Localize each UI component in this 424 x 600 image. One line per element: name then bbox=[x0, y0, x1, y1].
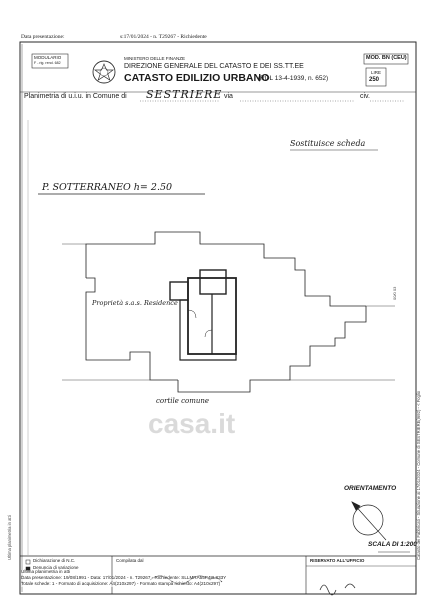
document-title: CATASTO EDILIZIO URBANO bbox=[124, 72, 270, 84]
orientation-label: ORIENTAMENTO bbox=[344, 485, 397, 492]
unit-room-upper bbox=[199, 269, 227, 295]
replace-note: Sostituisce scheda bbox=[290, 139, 366, 148]
presentation-label: Data presentazione: bbox=[21, 34, 65, 40]
footer-sheet-totals: Totale schede: 1 - Formato di acquisizio… bbox=[21, 581, 221, 587]
right-side-text: Catasto dei Fabbricati - Situazione al 1… bbox=[416, 390, 421, 560]
unit-passage bbox=[179, 299, 237, 361]
footer-presentation-date: Data presentazione: 19/08/1991 - Data: 1… bbox=[21, 575, 227, 581]
right-side-code: 00/0 03 bbox=[392, 286, 397, 300]
footer-variation: Denuncia di variazione bbox=[33, 565, 79, 570]
scale-label: SCALA DI 1:200 bbox=[368, 541, 417, 548]
property-label: Proprietà s.a.s. Residence bbox=[92, 299, 178, 307]
civ-label: civ. bbox=[360, 93, 370, 100]
sheet-frame bbox=[19, 41, 417, 595]
door-arc-2 bbox=[204, 329, 213, 338]
footer-compiled-by: Compilata dal bbox=[116, 558, 144, 563]
door-arc bbox=[187, 309, 197, 319]
republic-emblem-icon bbox=[92, 60, 116, 84]
plan-outline-upper bbox=[85, 231, 366, 307]
checkbox-nc bbox=[25, 559, 31, 565]
footer-nc: Dichiarazione di N.C. bbox=[33, 558, 76, 563]
unit-room-small bbox=[169, 281, 189, 301]
via-label: via bbox=[224, 93, 233, 100]
left-side-text: Ultima planimetria in atti bbox=[7, 515, 12, 560]
floor-plan-drawing bbox=[62, 231, 395, 393]
plan-outline-left bbox=[85, 277, 178, 381]
ministry-name: MINISTERO DELLE FINANZE bbox=[124, 56, 186, 61]
directorate-name: DIREZIONE GENERALE DEL CATASTO E DEI SS.… bbox=[124, 63, 304, 70]
watermark: casa.it bbox=[148, 408, 236, 439]
plan-outline-right bbox=[249, 306, 367, 390]
modulario-label: MODULARIO bbox=[34, 55, 62, 60]
courtyard-label: cortile comune bbox=[156, 397, 210, 405]
office-scribble bbox=[319, 583, 356, 596]
comune-name: SESTRIERE bbox=[146, 88, 223, 101]
price-box bbox=[365, 67, 387, 87]
price-label: LIRE bbox=[371, 70, 382, 75]
document-title-ref: (RDL 13-4-1939, n. 652) bbox=[258, 75, 329, 82]
footer-last-plan: Ultima planimetria in atti bbox=[21, 569, 71, 575]
price-value: 250 bbox=[369, 77, 380, 83]
presentation-info: s:17/01/2024 - n. T29267 - Richiedente bbox=[120, 34, 207, 40]
form-code-box bbox=[363, 53, 409, 65]
floor-label: P. SOTTERRANEO h= 2.50 bbox=[42, 182, 173, 193]
north-arrow-icon bbox=[351, 501, 387, 541]
modulario-box bbox=[31, 53, 69, 69]
plan-prefix: Planimetria di u.i.u. in Comune di bbox=[24, 93, 127, 100]
footer-office: RISERVATO ALL'UFFICIO bbox=[310, 558, 365, 563]
plan-outline-bottom bbox=[177, 380, 251, 393]
modulario-code: F - rig. rend. 682 bbox=[34, 61, 61, 65]
form-code: MOD. BN (CEU) bbox=[366, 55, 407, 61]
